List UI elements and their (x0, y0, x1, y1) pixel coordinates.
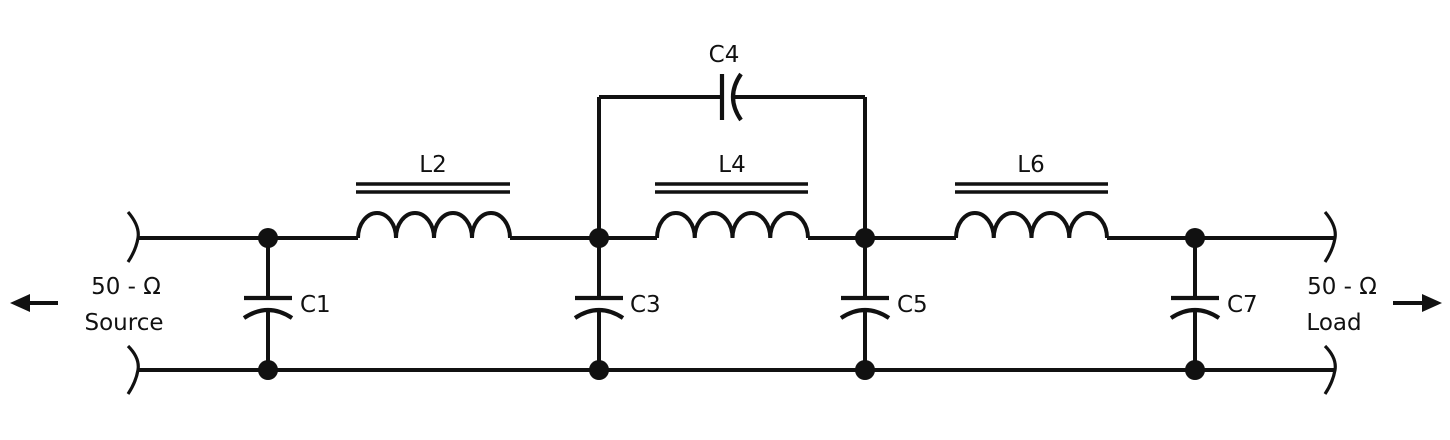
source-arrow (10, 294, 58, 312)
label-c4: C4 (709, 42, 740, 68)
junction-dots (258, 228, 1205, 380)
label-c7: C7 (1227, 292, 1258, 318)
capacitor-c5 (839, 238, 891, 370)
source-label: Source (85, 310, 164, 336)
inductor-l6 (954, 182, 1109, 239)
capacitor-c7 (1169, 238, 1221, 370)
label-c1: C1 (300, 292, 331, 318)
label-c3: C3 (630, 292, 661, 318)
source-break-marks (126, 210, 140, 395)
source-impedance-label: 50 - Ω (91, 274, 161, 300)
load-label: Load (1306, 310, 1361, 336)
capacitor-c4 (597, 72, 867, 238)
label-l2: L2 (419, 152, 446, 178)
load-impedance-label: 50 - Ω (1307, 274, 1377, 300)
capacitor-c1 (242, 238, 294, 370)
load-arrow (1393, 294, 1442, 312)
label-l4: L4 (718, 152, 745, 178)
capacitor-c3 (573, 238, 625, 370)
label-l6: L6 (1017, 152, 1044, 178)
inductor-l2 (356, 182, 512, 239)
label-c5: C5 (897, 292, 928, 318)
inductor-l4 (655, 182, 810, 239)
